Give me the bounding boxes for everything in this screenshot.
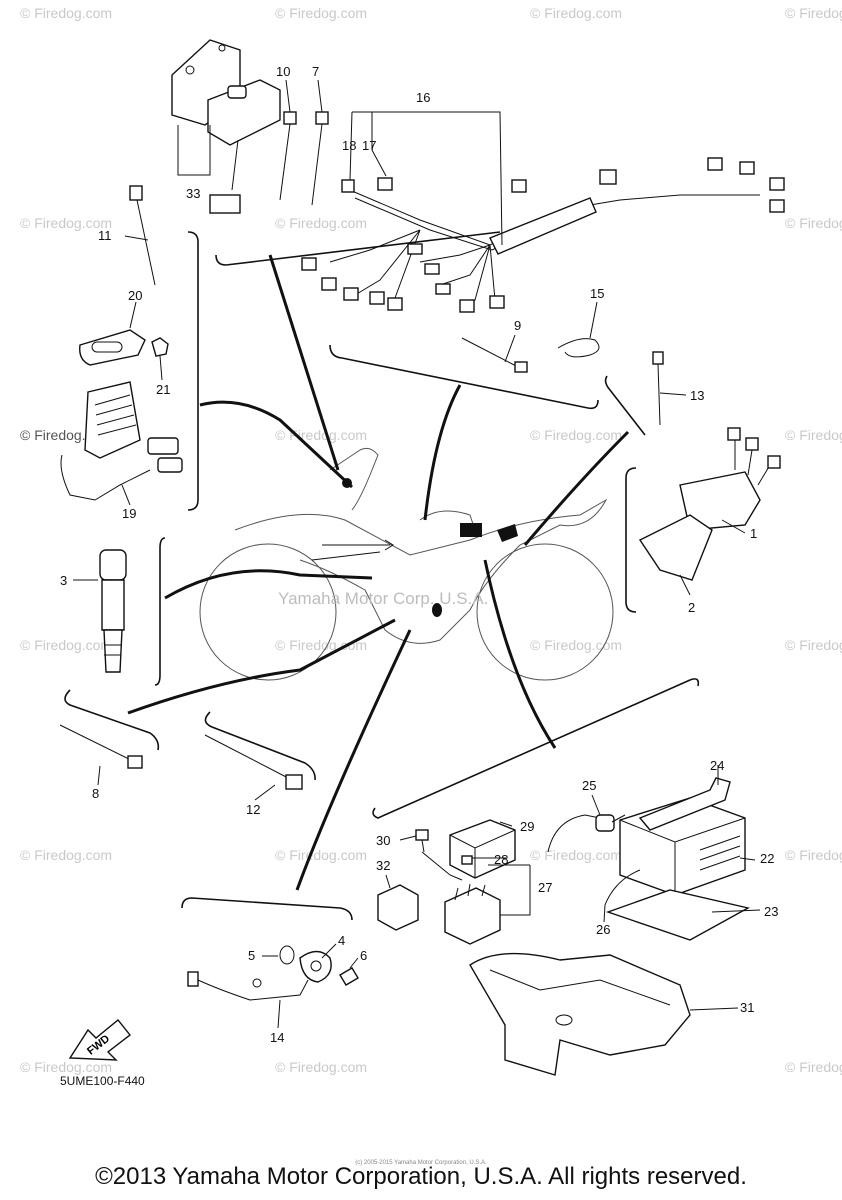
watermark: © Firedog.com: [20, 1059, 112, 1075]
callout-1: 1: [750, 526, 757, 541]
callout-13: 13: [690, 388, 704, 403]
watermark: © Firedog.com: [275, 427, 367, 443]
leader-lines: [73, 79, 761, 1029]
callout-3: 3: [60, 573, 67, 588]
part-15-lead-wire: [557, 338, 600, 358]
callout-31: 31: [740, 1000, 754, 1015]
part-28-fuse: [461, 855, 473, 865]
callout-26: 26: [596, 922, 610, 937]
callout-12: 12: [246, 802, 260, 817]
watermark: © Firedog.com: [530, 427, 622, 443]
callout-8: 8: [92, 786, 99, 801]
callout-23: 23: [764, 904, 778, 919]
callout-22: 22: [760, 851, 774, 866]
center-watermark: Yamaha Motor Corp. U.S.A.: [278, 589, 488, 608]
watermark: © Firedog.com: [275, 5, 367, 21]
part-1-ecu: [679, 427, 781, 531]
part-24-battery-band: [638, 777, 731, 831]
callout-28: 28: [494, 852, 508, 867]
callout-4: 4: [338, 933, 345, 948]
callout-2: 2: [688, 600, 695, 615]
part-3-ignition-coil: [99, 549, 127, 673]
diagram-code: 5UME100-F440: [60, 1074, 145, 1088]
part-16-wire-harness: [301, 157, 785, 313]
callout-29: 29: [520, 819, 534, 834]
callout-32: 32: [376, 858, 390, 873]
fine-print: (c) 2005-2015 Yamaha Motor Corporation, …: [355, 1160, 487, 1166]
part-13-cable-tie: [652, 351, 664, 426]
part-10-cable-tie: [279, 111, 297, 201]
component-marker: [432, 603, 442, 617]
callout-27: 27: [538, 880, 552, 895]
callouts: 1 2 3 4 5 6 7 8 9 10 11 12 13 14 15 16 1…: [60, 64, 778, 1045]
watermark: © Firedog.com: [20, 847, 112, 863]
part-29-cover: [449, 819, 516, 879]
part-31-battery-box: [469, 952, 691, 1076]
callout-18: 18: [342, 138, 356, 153]
callout-24: 24: [710, 758, 724, 773]
callout-5: 5: [248, 948, 255, 963]
part-4-sensor: [299, 950, 332, 983]
part-6-bolt: [339, 967, 359, 986]
part-7-cable-tie: [311, 111, 329, 206]
watermark: © Firedog.com: [530, 5, 622, 21]
watermark: © Firedog.com: [275, 847, 367, 863]
callout-30: 30: [376, 833, 390, 848]
watermark: © Firedog.com: [785, 1059, 842, 1075]
watermark: © Firedog.com: [530, 637, 622, 653]
group-brackets: [64, 231, 700, 921]
callout-16: 16: [416, 90, 430, 105]
watermark: © Firedog.com: [785, 5, 842, 21]
watermark: © Firedog.com: [785, 215, 842, 231]
component-marker: [497, 524, 518, 542]
part-33-relay-assembly: [171, 39, 281, 214]
callout-20: 20: [128, 288, 142, 303]
part-5-o-ring: [279, 945, 295, 965]
callout-11: 11: [98, 228, 112, 243]
part-9-cable-tie: [461, 337, 528, 373]
callout-33: 33: [186, 186, 200, 201]
part-14-lead-wire: [187, 971, 309, 1001]
part-23-battery-pad: [605, 889, 750, 941]
part-2-cover: [638, 514, 713, 581]
bike-silhouette: Yamaha Motor Corp. U.S.A.: [199, 447, 614, 681]
part-12-cable-tie: [204, 734, 303, 790]
watermark: © Firedog.com: [20, 5, 112, 21]
part-26-lead-wire: [604, 869, 641, 906]
watermark: © Firedog.com: [275, 1059, 367, 1075]
watermark: © Firedog.com: [785, 427, 842, 443]
part-25-fuse-holder: [547, 814, 626, 853]
callout-14: 14: [270, 1030, 284, 1045]
watermark: © Firedog.com: [785, 637, 842, 653]
callout-17: 17: [362, 138, 376, 153]
part-27-starter-relay: [444, 883, 501, 945]
part-11-cable-tie: [129, 185, 156, 286]
part-30-screw: [415, 829, 429, 853]
callout-7: 7: [312, 64, 319, 79]
part-8-cable-tie: [59, 724, 143, 769]
callout-10: 10: [276, 64, 290, 79]
part-21-bolt: [151, 337, 169, 357]
callout-6: 6: [360, 948, 367, 963]
callout-19: 19: [122, 506, 136, 521]
part-19-rectifier-regulator: [60, 381, 183, 501]
part-20-bracket: [79, 329, 146, 366]
watermark: © Firedog.com: [530, 847, 622, 863]
fwd-arrow: FWD: [68, 1019, 131, 1061]
watermark: © Firedog.com: [20, 637, 112, 653]
watermark: © Firedog.com: [785, 847, 842, 863]
watermark: © Firedog.com: [20, 215, 112, 231]
watermark: © Firedog.com: [275, 637, 367, 653]
component-marker: [460, 523, 482, 537]
callout-25: 25: [582, 778, 596, 793]
part-32-relay: [377, 884, 419, 931]
callout-9: 9: [514, 318, 521, 333]
watermark: © Firedog.com: [275, 215, 367, 231]
guide-lines: [127, 254, 630, 891]
copyright-footer: ©2013 Yamaha Motor Corporation, U.S.A. A…: [95, 1163, 747, 1190]
callout-21: 21: [156, 382, 170, 397]
callout-15: 15: [590, 286, 604, 301]
